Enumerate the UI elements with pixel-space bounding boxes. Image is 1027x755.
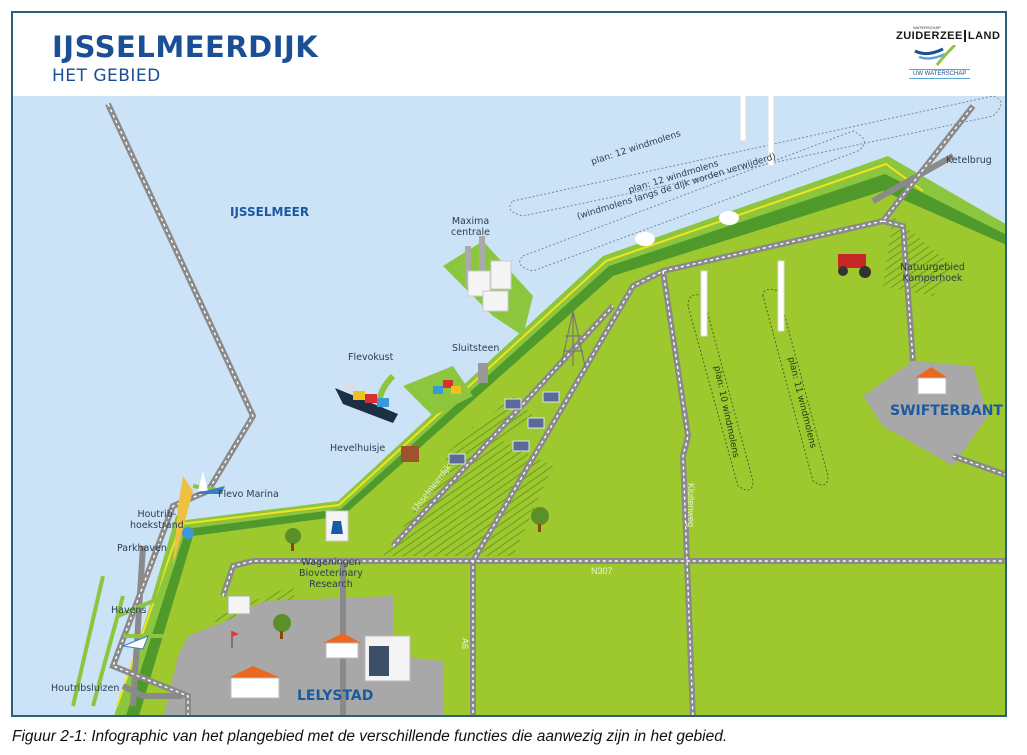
houtribhoekstrand-label-line1: Houtrib- (137, 509, 177, 520)
wind-plan-outlines-lake (509, 96, 1002, 272)
flevo-marina-label: Flevo Marina (218, 489, 279, 500)
figure-caption: Figuur 2-1: Infographic van het plangebi… (12, 728, 728, 745)
swifterbant-house-icon (915, 367, 948, 395)
header: IJSSELMEERDIJK HET GEBIED WATERSCHAP ZUI… (13, 13, 1005, 96)
tractor-icon (838, 254, 871, 278)
ketelbrug-label: Ketelbrug (946, 155, 992, 166)
natuurgebied-label-line2: Kamperhoek (902, 273, 963, 284)
roads (105, 102, 1005, 715)
sheep-icons (635, 211, 739, 246)
lelystad-houses-icons (228, 633, 411, 699)
beach-houtribhoekstrand (173, 476, 193, 566)
natuurgebied-kamperhoek-label: Natuurgebied Kamperhoek (900, 262, 965, 284)
page-subtitle: HET GEBIED (52, 66, 161, 86)
office-building-icon (227, 595, 251, 615)
page-title: IJSSELMEERDIJK (52, 30, 319, 64)
lelystad-label: LELYSTAD (297, 688, 374, 704)
maxima-centrale-label-line2: centrale (451, 227, 491, 238)
motorboat-icon (121, 635, 149, 650)
hevelhuisje-label: Hevelhuisje (330, 443, 386, 454)
wageningen-lab-building-icon (325, 510, 349, 542)
electricity-pylon-icon (560, 310, 586, 367)
houtribsluizen-label: Houtribsluizen (51, 683, 120, 694)
sluitsteen-label: Sluitsteen (452, 343, 500, 354)
maxima-centrale-label: Maxima centrale (451, 216, 490, 238)
wageningen-label-line2: Bioveterinary (299, 568, 363, 579)
sailboat-icon (193, 471, 225, 494)
kluitenweg-road-label: Kluitenweg (686, 483, 696, 528)
wageningen-research-label: Wageningen Bioveterinary Research (299, 557, 363, 590)
logo-name-left: ZUIDERZEE (896, 30, 963, 42)
wageningen-label-line3: Research (309, 579, 353, 590)
natuurgebied-kamperhoek-area (883, 216, 953, 296)
parkhaven-label: Parkhaven (117, 543, 167, 554)
logo-small-text: WATERSCHAP (913, 25, 941, 30)
sluitsteen-building-icon (478, 363, 488, 383)
tree-icons (273, 507, 549, 639)
wind-turbine-icons (700, 96, 785, 337)
power-plant-icon (465, 236, 512, 312)
maxima-centrale-label-line1: Maxima (451, 216, 490, 227)
wind-plan-outlines-land (687, 288, 829, 491)
container-ship-icon (335, 381, 398, 423)
field-hatched (383, 426, 553, 556)
flevokust-label: Flevokust (348, 352, 394, 363)
n307-road-label: N307 (591, 566, 613, 576)
houtribhoekstrand-label: Houtrib- hoekstrand (130, 509, 184, 531)
a6-road-label: A6 (460, 638, 470, 650)
flevoland-polder (133, 191, 1005, 715)
area-map (71, 96, 1005, 715)
ijsselmeerdijk-dike (114, 156, 1005, 715)
logo-tagline: UW WATERSCHAP (909, 69, 971, 79)
logo-wave-icon (914, 45, 957, 66)
wageningen-label-line1: Wageningen (301, 557, 361, 568)
logo-name-right: LAND (963, 30, 1001, 42)
havens-label: Havens (111, 605, 147, 616)
houtribhoekstrand-label-line2: hoekstrand (130, 520, 184, 531)
solar-panel-icons (448, 391, 560, 465)
containers-stack-icon (433, 380, 461, 394)
infographic-frame: IJSSELMEERDIJK HET GEBIED WATERSCHAP ZUI… (11, 11, 1007, 717)
swifterbant-label: SWIFTERBANT (890, 403, 1003, 419)
beach-umbrella-icon (182, 527, 194, 539)
ijsselmeer-label: IJSSELMEER (230, 205, 310, 219)
natuurgebied-label-line1: Natuurgebied (900, 262, 965, 273)
golf-flag-icon (231, 631, 239, 648)
swifterbant-urban-area (863, 361, 988, 466)
hevelhuisje-icon (401, 446, 419, 462)
